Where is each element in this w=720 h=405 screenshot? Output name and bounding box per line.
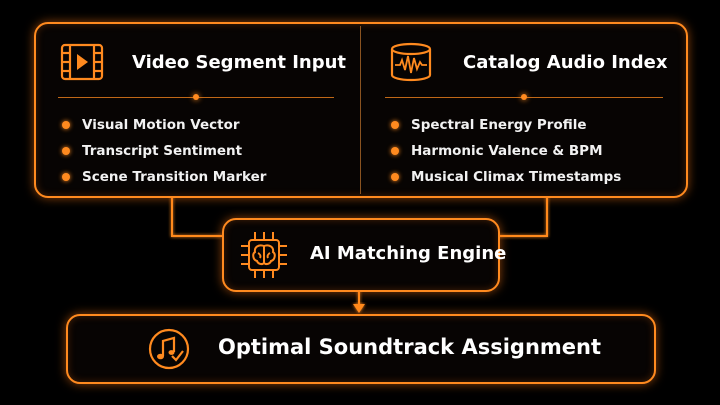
audio-feature-list: Spectral Energy Profile Harmonic Valence… [391,112,621,190]
bullet-dot [62,147,70,155]
video-feature-list: Visual Motion Vector Transcript Sentimen… [62,112,266,190]
audio-database-icon [390,42,432,82]
down-arrowhead [353,304,365,313]
optimal-soundtrack-assignment-box: Optimal Soundtrack Assignment [66,314,656,384]
list-item: Harmonic Valence & BPM [391,138,621,164]
list-item: Musical Climax Timestamps [391,164,621,190]
video-panel-title: Video Segment Input [132,52,347,73]
bullet-dot [391,173,399,181]
video-panel-rule-dot [193,94,199,100]
left-connector [171,194,222,237]
bullet-dot [391,121,399,129]
catalog-audio-index-section: Catalog Audio Index Spectral Energy Prof… [361,24,686,196]
bullet-dot [62,121,70,129]
list-item: Spectral Energy Profile [391,112,621,138]
list-item: Scene Transition Marker [62,164,266,190]
panel-divider [360,26,361,194]
video-segment-input-section: Video Segment Input Visual Motion Vector… [36,24,360,196]
bullet-dot [391,147,399,155]
audio-panel-rule-dot [521,94,527,100]
ai-brain-chip-icon [241,232,287,278]
ai-matching-engine-box: AI Matching Engine [222,218,506,292]
output-label: Optimal Soundtrack Assignment [218,335,602,359]
engine-label: AI Matching Engine [310,243,507,264]
list-item: Transcript Sentiment [62,138,266,164]
right-connector [496,194,548,237]
list-item: Visual Motion Vector [62,112,266,138]
video-play-icon [60,43,104,81]
bullet-dot [62,173,70,181]
input-panel: Video Segment Input Visual Motion Vector… [34,22,688,198]
audio-panel-title: Catalog Audio Index [463,52,668,73]
music-note-check-icon [148,328,190,370]
